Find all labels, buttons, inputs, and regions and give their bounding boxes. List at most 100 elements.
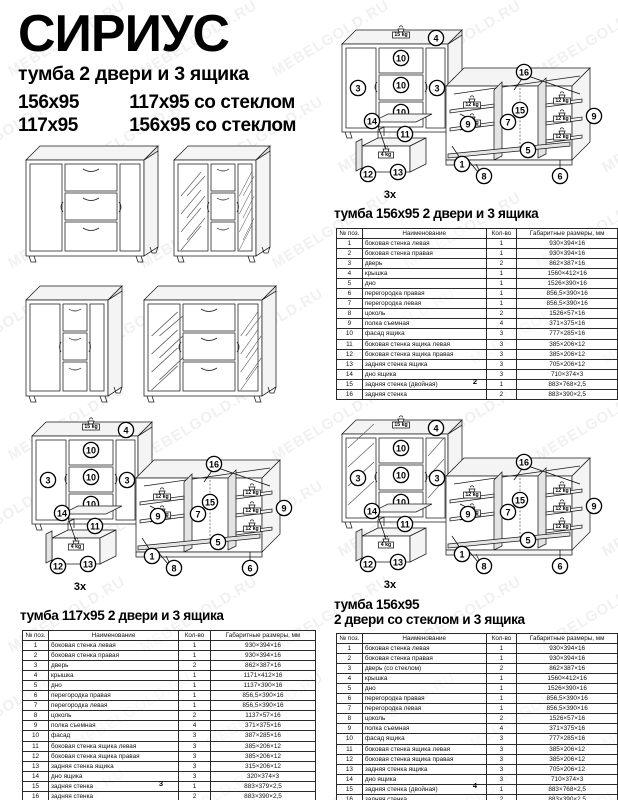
size-option-1: 156x95 — [18, 92, 80, 114]
callout-15: 15 — [511, 101, 529, 119]
svg-text:15: 15 — [205, 497, 215, 507]
brand-name: СИРИУС — [18, 5, 230, 63]
cell-dimensions: 315×206×12 — [210, 760, 316, 772]
cell-name: перегородка правая — [361, 693, 487, 705]
svg-text:12 kg: 12 kg — [465, 102, 478, 108]
cell-position: 11 — [22, 740, 49, 752]
cell-name: крышка — [48, 670, 179, 682]
cell-quantity: 1 — [485, 248, 518, 260]
svg-text:10: 10 — [396, 470, 406, 480]
callout-6: 6 — [551, 167, 569, 185]
header-qty: Кол-во — [485, 632, 518, 645]
cell-quantity: 3 — [178, 740, 211, 752]
cell-name: дно — [361, 278, 487, 290]
cell-name: задняя стенка — [361, 793, 487, 800]
svg-text:14: 14 — [57, 508, 67, 518]
part-door-left — [35, 439, 67, 521]
svg-text:1: 1 — [149, 551, 154, 561]
part-drawer-side-left — [355, 528, 363, 562]
cell-quantity: 1 — [178, 650, 211, 662]
cell-name: перегородка левая — [361, 298, 487, 310]
cell-dimensions: 385×206×12 — [516, 743, 618, 755]
cell-name: боковая стенка левая — [361, 643, 487, 655]
callout-8: 8 — [165, 559, 183, 577]
cell-quantity: 3 — [485, 358, 518, 370]
cell-position: 8 — [22, 710, 49, 722]
svg-text:11: 11 — [400, 519, 410, 529]
cell-position: 13 — [336, 763, 363, 775]
cell-quantity: 1 — [485, 288, 518, 300]
svg-text:4: 4 — [123, 425, 128, 435]
section-heading-156: тумба 156х95 2 двери и 3 ящика — [334, 206, 539, 221]
cell-position: 10 — [22, 730, 49, 742]
part-drawer-front — [378, 74, 424, 101]
cell-name: задняя стенка ящика — [361, 763, 487, 775]
cell-quantity: 1 — [178, 690, 211, 702]
svg-text:8: 8 — [481, 171, 486, 181]
cell-quantity: 4 — [178, 720, 211, 732]
cell-quantity: 1 — [178, 680, 211, 692]
leader-line — [141, 537, 151, 551]
cell-position: 14 — [22, 770, 49, 782]
cell-position: 5 — [22, 680, 49, 692]
weight-label: 4 kg — [68, 537, 84, 551]
part-door-left — [345, 47, 377, 129]
callout-11: 11 — [396, 125, 414, 143]
cell-quantity: 2 — [485, 388, 518, 400]
cell-position: 13 — [336, 358, 363, 370]
svg-text:12 kg: 12 kg — [555, 488, 568, 494]
callout-11: 11 — [396, 515, 414, 533]
callout-14: 14 — [53, 504, 71, 522]
part-drawer-front — [68, 466, 114, 493]
part-drawer-front — [378, 464, 424, 491]
cell-position: 7 — [336, 703, 363, 715]
cell-dimensions: 371×375×16 — [516, 723, 618, 735]
cell-position: 1 — [22, 640, 49, 652]
callout-3: 3 — [349, 469, 367, 487]
cell-name: дверь — [48, 660, 179, 672]
svg-text:12 kg: 12 kg — [155, 494, 168, 500]
cell-quantity: 1 — [485, 278, 518, 290]
cell-name: перегородка правая — [361, 288, 487, 300]
callout-7: 7 — [189, 505, 207, 523]
svg-text:3: 3 — [355, 473, 360, 483]
cell-name: боковая стенка левая — [361, 238, 487, 250]
cell-position: 3 — [336, 258, 363, 270]
part-partition-right — [537, 77, 547, 159]
callout-7: 7 — [499, 113, 517, 131]
cell-position: 2 — [22, 650, 49, 662]
svg-text:10: 10 — [396, 53, 406, 63]
cell-dimensions: 1560×412×16 — [516, 673, 618, 685]
callout-3: 3 — [349, 79, 367, 97]
callout-10: 10 — [392, 76, 410, 94]
page-number-3: 3 — [158, 779, 164, 788]
header-dim: Габаритные размеры, мм — [516, 227, 618, 240]
cell-name: боковая стенка левая — [48, 640, 179, 652]
callout-3: 3 — [118, 471, 136, 489]
cell-dimensions: 856,5×390×16 — [516, 288, 618, 300]
cell-quantity: 3 — [178, 730, 211, 742]
cell-dimensions: 862×387×16 — [516, 258, 618, 270]
cell-name: цоколь — [48, 710, 179, 722]
cell-name: боковая стенка ящика левая — [361, 338, 487, 350]
svg-text:12 kg: 12 kg — [555, 134, 568, 140]
part-drawer-front — [68, 439, 114, 466]
product-illustrations — [22, 142, 322, 407]
part-plinth — [445, 159, 573, 166]
callout-5: 5 — [519, 531, 537, 549]
callout-3: 3 — [428, 469, 446, 487]
part-door-left — [345, 437, 377, 519]
cell-name: крышка — [361, 268, 487, 280]
cell-quantity: 1 — [178, 780, 211, 792]
parts-table-117: № поз. Наименование Кол-во Габаритные ра… — [22, 629, 316, 800]
cell-quantity: 1 — [485, 673, 518, 685]
cell-quantity: 3 — [485, 763, 518, 775]
